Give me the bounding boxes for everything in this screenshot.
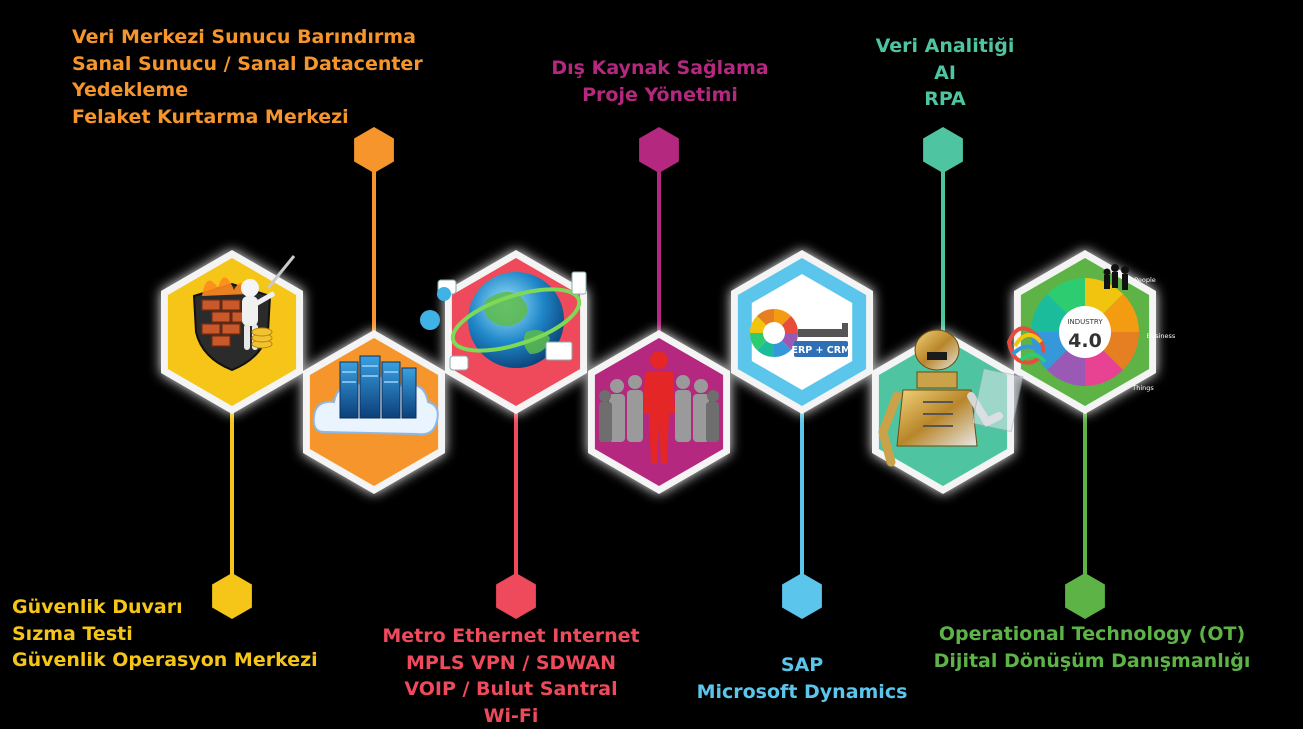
ot-label-line: Dijital Dönüşüm Danışmanlığı [900, 648, 1284, 675]
security-label-line: Güvenlik Duvarı [12, 594, 318, 621]
security-label-line: Sızma Testi [12, 621, 318, 648]
erp-label-line: SAP [672, 652, 932, 679]
network-label-line: MPLS VPN / SDWAN [350, 650, 672, 677]
ot-label: Operational Technology (OT)Dijital Dönüş… [900, 621, 1284, 674]
datacenter-marker [354, 127, 394, 173]
outsourcing-label-line: Dış Kaynak Sağlama [520, 55, 800, 82]
ot-marker [1065, 573, 1105, 619]
network-marker [496, 573, 536, 619]
people-label: People [1134, 276, 1156, 284]
erp-marker [782, 573, 822, 619]
security-label-line: Güvenlik Operasyon Merkezi [12, 647, 318, 674]
datacenter-label-line: Yedekleme [72, 77, 423, 104]
datacenter-label-line: Sanal Sunucu / Sanal Datacenter [72, 51, 423, 78]
datacenter-label-line: Veri Merkezi Sunucu Barındırma [72, 24, 423, 51]
industry-version: 4.0 [1068, 330, 1102, 352]
network-label-line: Metro Ethernet Internet [350, 623, 672, 650]
analytics-label-line: AI [840, 60, 1050, 87]
network-label-line: VOIP / Bulut Santral [350, 676, 672, 703]
analytics-marker [923, 127, 963, 173]
erp-crm-icon-text: ERP + CRM [791, 345, 850, 356]
outsourcing-marker [639, 127, 679, 173]
datacenter-label-line: Felaket Kurtarma Merkezi [72, 104, 423, 131]
analytics-label-line: RPA [840, 86, 1050, 113]
network-label-line: Wi-Fi [350, 703, 672, 729]
things-label: Things [1131, 384, 1154, 392]
ot-label-line: Operational Technology (OT) [900, 621, 1284, 648]
business-label: Business [1147, 332, 1176, 340]
erp-label-line: Microsoft Dynamics [672, 679, 932, 706]
industry-label: INDUSTRY [1067, 318, 1103, 326]
analytics-label-line: Veri Analitiği [840, 33, 1050, 60]
outsourcing-label-line: Proje Yönetimi [520, 82, 800, 109]
